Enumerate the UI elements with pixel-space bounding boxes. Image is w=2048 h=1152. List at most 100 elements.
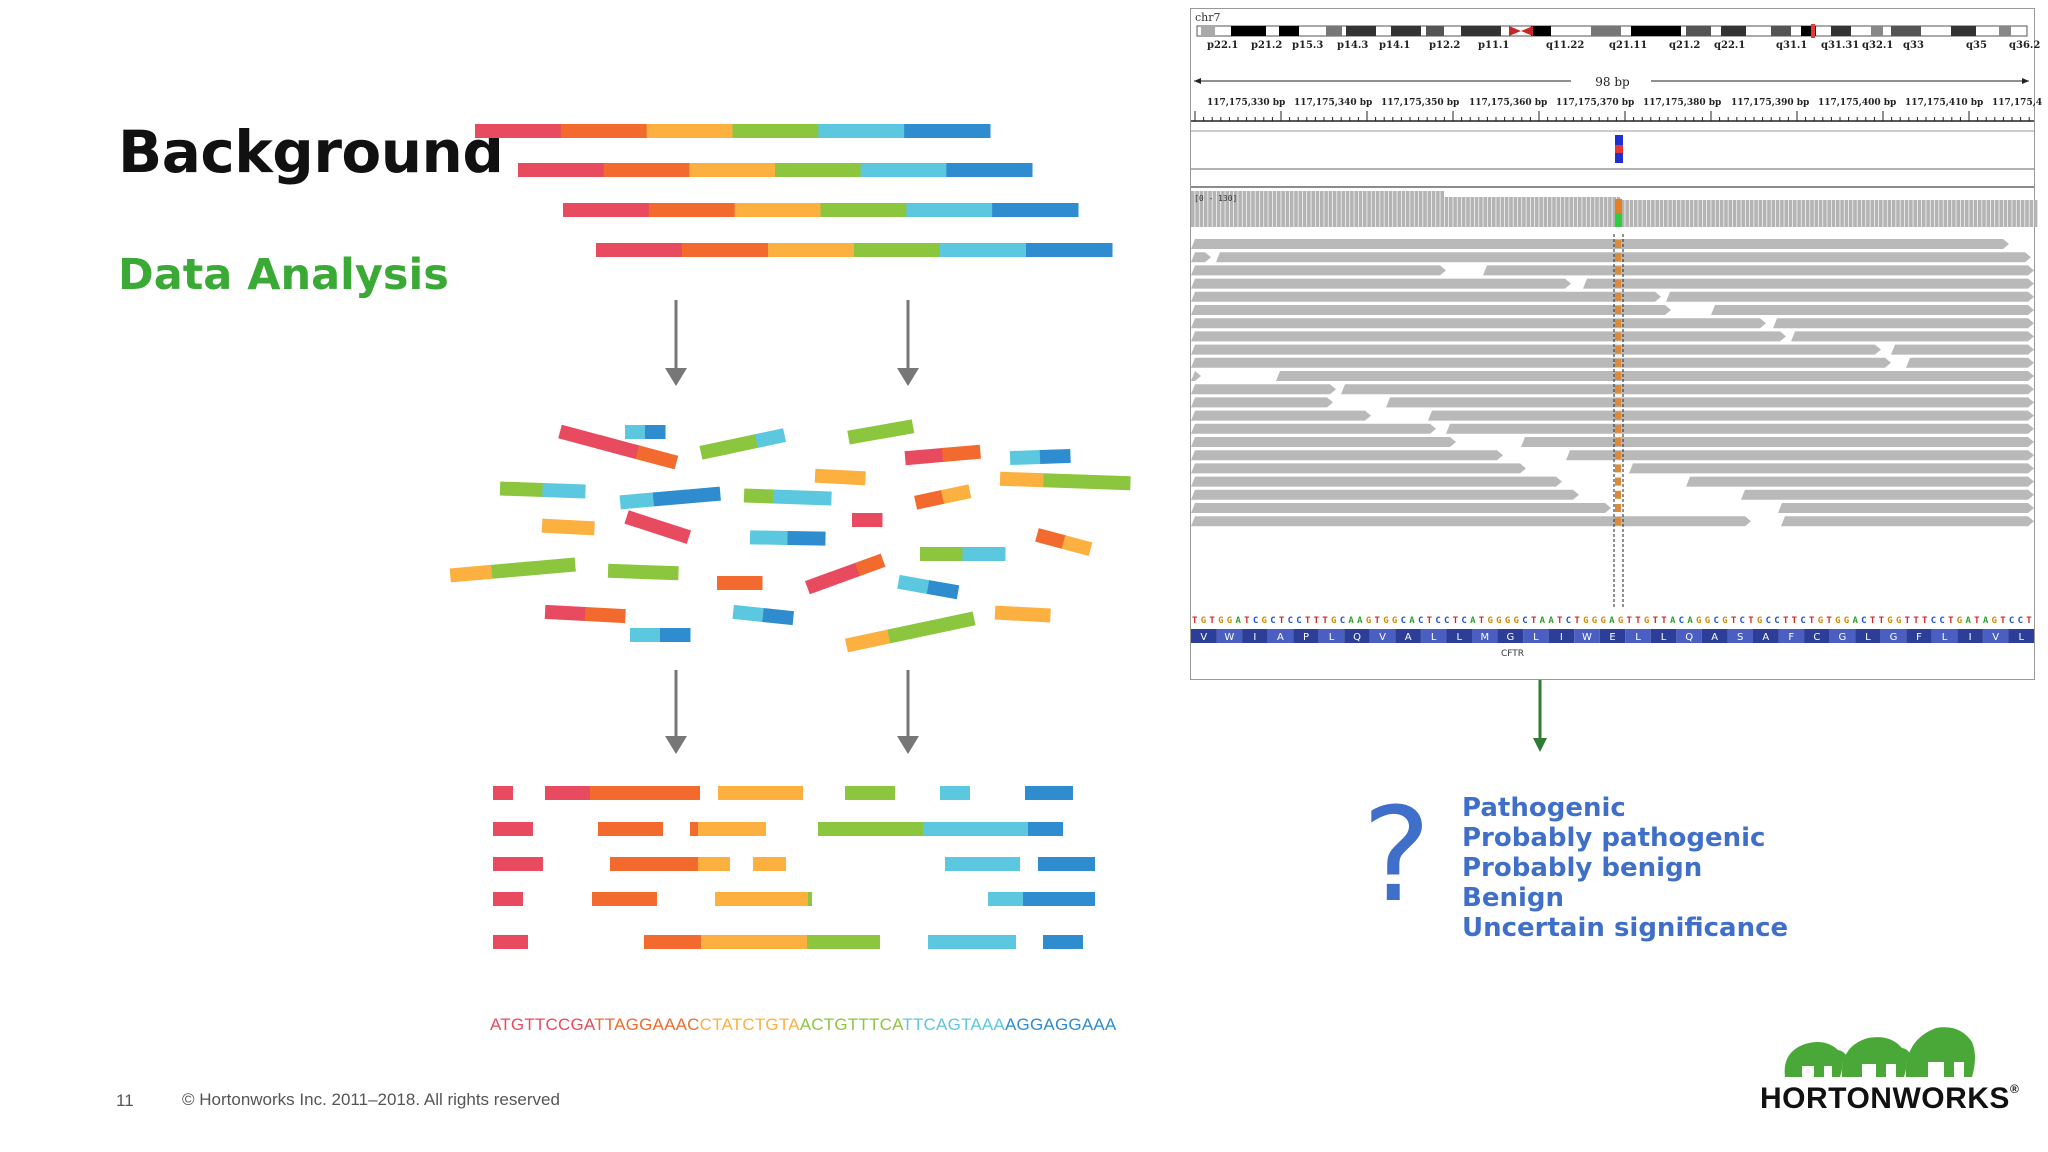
reference-base: G (1992, 616, 1997, 626)
read (1906, 357, 2034, 368)
reference-base: T (1948, 616, 1954, 626)
read (1521, 437, 2034, 447)
read-segment (820, 203, 907, 217)
fragment (699, 428, 787, 460)
amino-acid: L (1661, 632, 1667, 643)
codon (1472, 629, 1498, 643)
reference-base: G (1844, 616, 1849, 626)
amino-acid: F (1916, 632, 1922, 643)
fragment (499, 481, 586, 499)
sequence-base: T (912, 1015, 924, 1034)
reference-base: T (2026, 616, 2032, 626)
read-segment (818, 124, 905, 138)
codon (1318, 629, 1345, 643)
amino-acid: L (1431, 632, 1437, 643)
fragmented-reads (449, 419, 1131, 653)
amino-acid: G (1890, 632, 1898, 643)
read (1191, 463, 1526, 474)
fragment (844, 611, 976, 653)
sequence-base: T (778, 1015, 789, 1034)
reference-base: T (1792, 616, 1798, 626)
aligned-read (845, 786, 895, 800)
band-label: q31.31 (1821, 40, 1859, 51)
read (1773, 318, 2034, 329)
fragment-segment (814, 468, 866, 486)
read (1191, 305, 1671, 315)
fragment-segment (994, 605, 1051, 623)
reference-base: T (1627, 616, 1633, 626)
sequence-base: G (834, 1015, 848, 1034)
fragment-segment (542, 483, 586, 499)
fragment-segment (999, 471, 1045, 488)
sequence-base: C (545, 1015, 558, 1034)
amino-acid: L (1329, 632, 1335, 643)
aligned-read (1023, 892, 1095, 906)
read (1446, 423, 2034, 434)
amino-acid: L (1533, 632, 1539, 643)
amino-acid: V (1992, 632, 1999, 643)
read (1276, 371, 2034, 381)
amino-acid: S (1737, 632, 1743, 643)
reference-base: C (1270, 616, 1275, 626)
fragment-segment (1035, 528, 1066, 549)
read-segment (860, 163, 947, 177)
read (1566, 450, 2034, 461)
reference-base: G (1583, 616, 1588, 626)
sequence-base: A (614, 1015, 626, 1034)
read (1191, 318, 1766, 329)
reference-base: C (1679, 616, 1684, 626)
codon (1701, 629, 1728, 643)
slide-title: Background (118, 118, 504, 186)
codon (1778, 629, 1805, 643)
band-label: q31.1 (1776, 40, 1807, 51)
reference-base: C (1401, 616, 1406, 626)
alignment-reads (1191, 234, 2034, 607)
reference-base: G (1496, 616, 1501, 626)
sequence-base: T (961, 1015, 971, 1034)
fragment-segment (607, 563, 679, 581)
fragment (920, 547, 1006, 561)
reference-base: G (1618, 616, 1623, 626)
reference-base: A (1687, 616, 1693, 626)
reference-base: G (1887, 616, 1892, 626)
fragment (717, 576, 763, 590)
sequence-base: G (639, 1015, 653, 1034)
position-label: 117,175,380 bp (1643, 98, 1721, 108)
reference-base: G (1514, 616, 1519, 626)
codon (1982, 629, 2009, 643)
amino-acid: L (1456, 632, 1462, 643)
coverage-track (1191, 191, 2038, 227)
fragment-segment (897, 574, 930, 594)
fragment-segment (596, 435, 640, 460)
sequence-base: G (1054, 1015, 1069, 1034)
aligned-reads (493, 786, 1095, 949)
reference-base: A (1348, 616, 1354, 626)
fragment-segment (624, 510, 692, 544)
aligned-read (1038, 857, 1095, 871)
sequence-base: A (675, 1015, 688, 1034)
variant-classification-list: Pathogenic Probably pathogenic Probably … (1462, 793, 1788, 943)
reference-base: T (1661, 616, 1667, 626)
amino-acid: L (2018, 632, 2024, 643)
sequence-base: G (1029, 1015, 1044, 1034)
amino-acid: L (1635, 632, 1641, 643)
aligned-read (718, 786, 803, 800)
position-label: 117,175,410 bp (1905, 98, 1983, 108)
fragment-segment (491, 561, 535, 579)
read-segment (682, 243, 769, 257)
logo-registered-mark: ® (2009, 1082, 2020, 1096)
read-segment (518, 163, 605, 177)
reference-base: A (1357, 616, 1363, 626)
reference-base: A (1235, 616, 1241, 626)
sequence-base: T (731, 1015, 743, 1034)
reference-base: T (1427, 616, 1433, 626)
fragment (914, 484, 972, 510)
sequence-base: T (902, 1015, 913, 1034)
read (1191, 331, 1786, 342)
aligned-read (644, 935, 701, 949)
variant-marker (1615, 135, 1623, 145)
sequence-base: G (570, 1015, 584, 1034)
aligned-read (610, 857, 698, 871)
amino-acid: A (1762, 632, 1769, 643)
read (1191, 503, 1611, 513)
